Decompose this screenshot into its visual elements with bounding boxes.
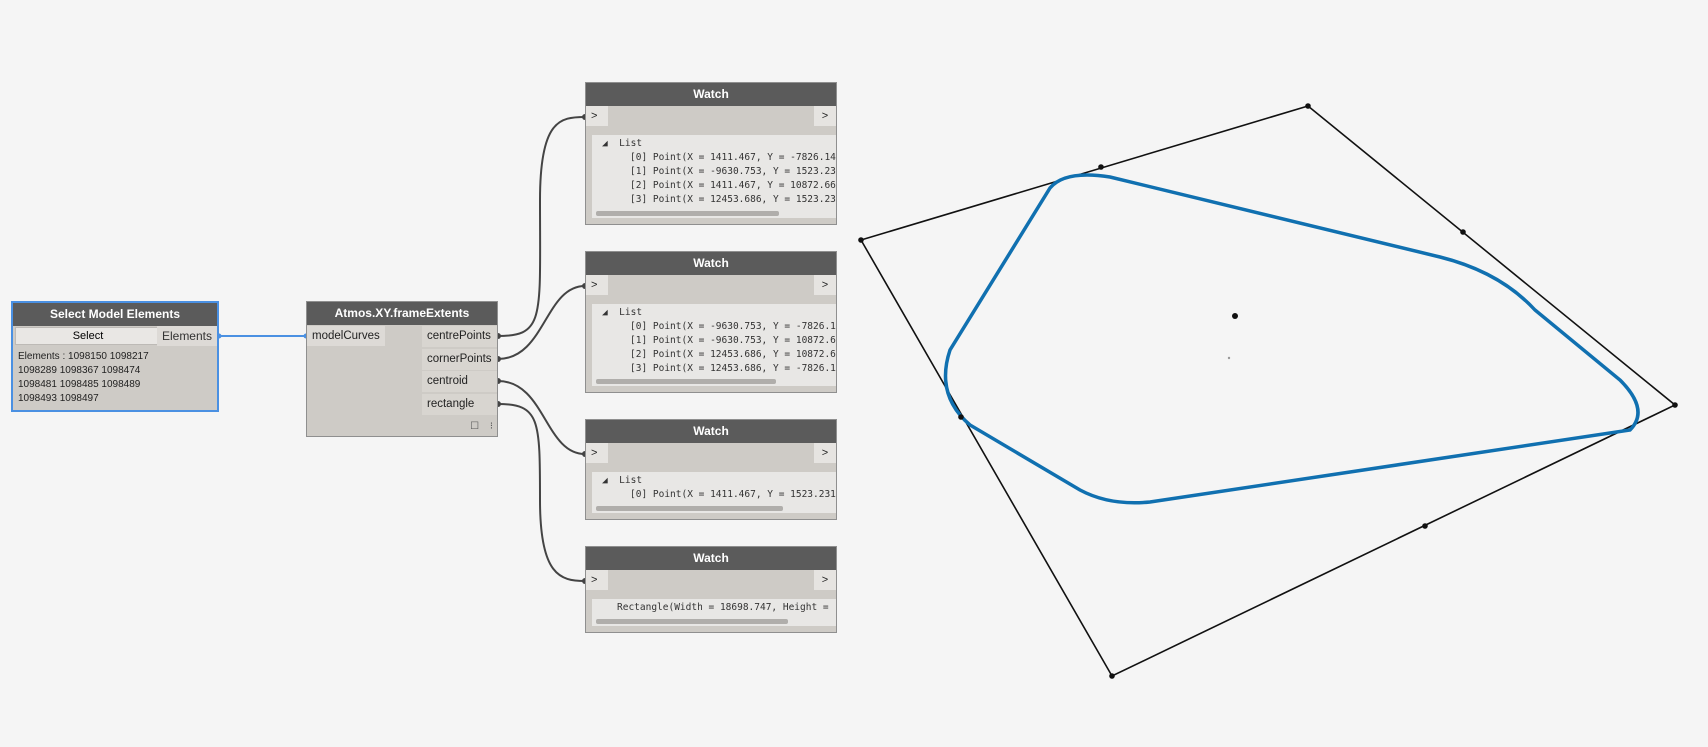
horizontal-scrollbar[interactable] <box>596 506 783 511</box>
watch-output-port[interactable]: > <box>814 570 836 590</box>
node-title: Watch <box>586 420 836 443</box>
output-port-elements[interactable]: Elements <box>156 326 217 346</box>
node-title: Watch <box>586 83 836 106</box>
horizontal-scrollbar[interactable] <box>596 379 776 384</box>
watch-input-port[interactable]: > <box>586 106 608 126</box>
watch-output-port[interactable]: > <box>814 106 836 126</box>
node-footer-icons: ☐ ⁝ <box>470 421 493 432</box>
watch-output-panel: ◢ List [0] Point(X = -9630.753, Y = -782… <box>592 304 836 386</box>
watch-input-port[interactable]: > <box>586 443 608 463</box>
list-item: [1] Point(X = -9630.753, Y = 10872.6 <box>630 335 836 346</box>
watch-input-port[interactable]: > <box>586 570 608 590</box>
watch-output-panel: ◢ List [0] Point(X = 1411.467, Y = 1523.… <box>592 472 836 513</box>
centre-point <box>1422 523 1428 529</box>
horizontal-scrollbar[interactable] <box>596 619 788 624</box>
centre-point <box>1460 229 1466 235</box>
list-item: [3] Point(X = 12453.686, Y = -7826.1 <box>630 363 836 374</box>
selected-elements-info: Elements : 1098150 1098217 1098289 10983… <box>18 351 149 404</box>
bounding-rectangle <box>859 105 1677 678</box>
corner-point <box>1109 673 1115 679</box>
node-title: Watch <box>586 252 836 275</box>
list-item: [2] Point(X = 12453.686, Y = 10872.6 <box>630 349 836 360</box>
watch-output-port[interactable]: > <box>814 443 836 463</box>
output-port-centroid[interactable]: centroid <box>422 371 497 392</box>
list-item: [1] Point(X = -9630.753, Y = 1523.23 <box>630 166 836 177</box>
list-header[interactable]: ◢ List <box>602 475 643 486</box>
watch-output-panel: ◢ List [0] Point(X = 1411.467, Y = -7826… <box>592 135 836 218</box>
select-button[interactable]: Select <box>15 327 161 345</box>
list-item: [0] Point(X = 1411.467, Y = -7826.14 <box>630 152 836 163</box>
corner-point <box>858 237 864 243</box>
output-port-centrepoints[interactable]: centrePoints <box>422 326 497 347</box>
watch-node-centrepoints[interactable]: Watch > > ◢ List [0] Point(X = 1411.467,… <box>585 82 837 225</box>
model-curve-outline <box>943 173 1640 505</box>
select-model-elements-node[interactable]: Select Model Elements Select Elements El… <box>11 301 219 412</box>
corner-point <box>1305 103 1311 109</box>
watch-output-panel: Rectangle(Width = 18698.747, Height = <box>592 599 836 626</box>
centroid-point <box>1232 313 1238 319</box>
watch-node-cornerpoints[interactable]: Watch > > ◢ List [0] Point(X = -9630.753… <box>585 251 837 393</box>
output-port-rectangle[interactable]: rectangle <box>422 394 497 415</box>
node-title: Watch <box>586 547 836 570</box>
watch-node-rectangle[interactable]: Watch > > Rectangle(Width = 18698.747, H… <box>585 546 837 633</box>
list-header[interactable]: ◢ List <box>602 307 643 318</box>
list-item: [2] Point(X = 1411.467, Y = 10872.66 <box>630 180 836 191</box>
output-port-cornerpoints[interactable]: cornerPoints <box>422 349 497 370</box>
frame-extents-node[interactable]: Atmos.XY.frameExtents modelCurves centre… <box>306 301 498 437</box>
preview-toggle-icon[interactable]: ☐ <box>470 421 480 432</box>
watch-value: Rectangle(Width = 18698.747, Height = <box>617 602 829 613</box>
menu-dots-icon[interactable]: ⁝ <box>489 421 493 432</box>
list-item: [3] Point(X = 12453.686, Y = 1523.23 <box>630 194 836 205</box>
watch-output-port[interactable]: > <box>814 275 836 295</box>
node-title: Select Model Elements <box>13 303 217 326</box>
watch-node-centroid[interactable]: Watch > > ◢ List [0] Point(X = 1411.467,… <box>585 419 837 520</box>
input-port-modelcurves[interactable]: modelCurves <box>307 326 385 346</box>
horizontal-scrollbar[interactable] <box>596 211 779 216</box>
origin-marker <box>1227 356 1231 360</box>
list-header[interactable]: ◢ List <box>602 138 643 149</box>
list-item: [0] Point(X = -9630.753, Y = -7826.1 <box>630 321 836 332</box>
centre-point <box>958 414 964 420</box>
node-title: Atmos.XY.frameExtents <box>307 302 497 325</box>
centre-point <box>1098 164 1104 170</box>
corner-point <box>1672 402 1678 408</box>
list-item: [0] Point(X = 1411.467, Y = 1523.231 <box>630 489 836 500</box>
watch-input-port[interactable]: > <box>586 275 608 295</box>
